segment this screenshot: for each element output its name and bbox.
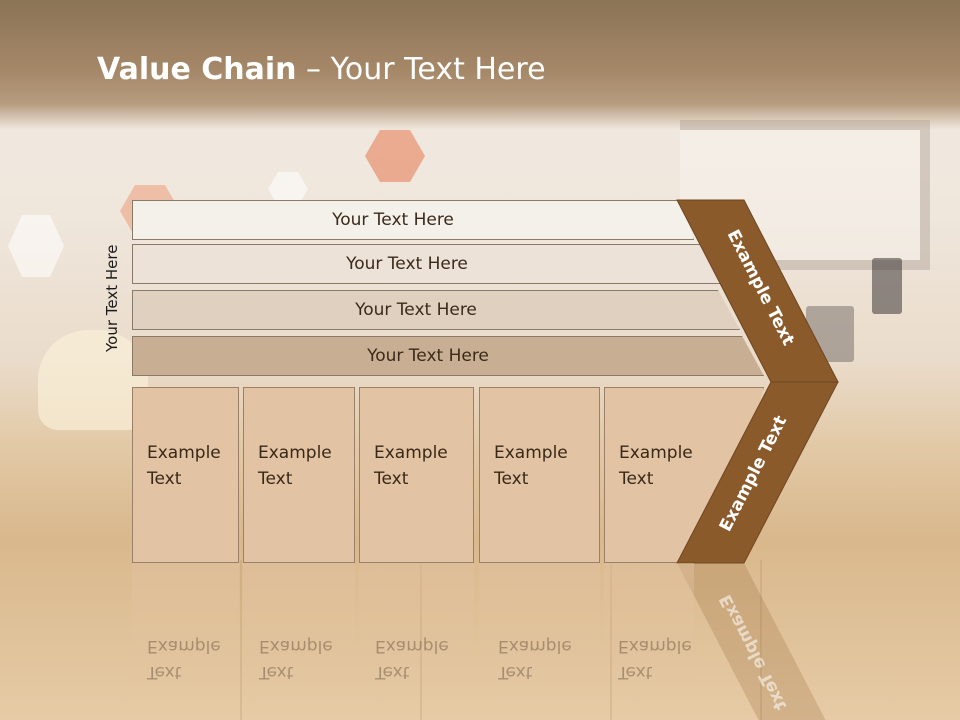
- background-chair: [38, 330, 148, 430]
- box-text-line2: Text: [147, 469, 182, 489]
- title-bar: [0, 0, 960, 130]
- box-text-line1: Example: [147, 443, 221, 463]
- box-text-line2: Text: [258, 469, 293, 489]
- box-text-line1: Example: [494, 443, 568, 463]
- row-label: Your Text Here: [367, 346, 489, 366]
- box-text-line1: Example: [374, 443, 448, 463]
- box-text-line2: Text: [374, 469, 409, 489]
- floor-plank-line: [610, 560, 612, 720]
- floor-plank-line: [760, 560, 762, 720]
- row-label: Your Text Here: [346, 254, 468, 274]
- value-chain-row-2[interactable]: Your Text Here: [132, 244, 722, 284]
- slide-title[interactable]: Value Chain – Your Text Here: [97, 52, 546, 87]
- floor-plank-line: [420, 560, 422, 720]
- chevron-lower-segment[interactable]: [676, 381, 839, 564]
- title-bold: Value Chain: [97, 52, 297, 87]
- row-label: Your Text Here: [332, 210, 454, 230]
- row-label: Your Text Here: [355, 300, 477, 320]
- background-speaker: [872, 258, 902, 314]
- box-text-line1: Example: [619, 443, 693, 463]
- value-chain-row-3[interactable]: Your Text Here: [132, 290, 740, 330]
- box-text-line1: Example: [258, 443, 332, 463]
- box-text-line2: Text: [619, 469, 654, 489]
- value-chain-row-4[interactable]: Your Text Here: [132, 336, 764, 376]
- box-text-line2: Text: [494, 469, 529, 489]
- title-rest: – Your Text Here: [296, 52, 546, 87]
- chevron-reflection: [677, 563, 826, 720]
- floor-plank-line: [240, 560, 242, 720]
- background-hexagon: [365, 130, 425, 182]
